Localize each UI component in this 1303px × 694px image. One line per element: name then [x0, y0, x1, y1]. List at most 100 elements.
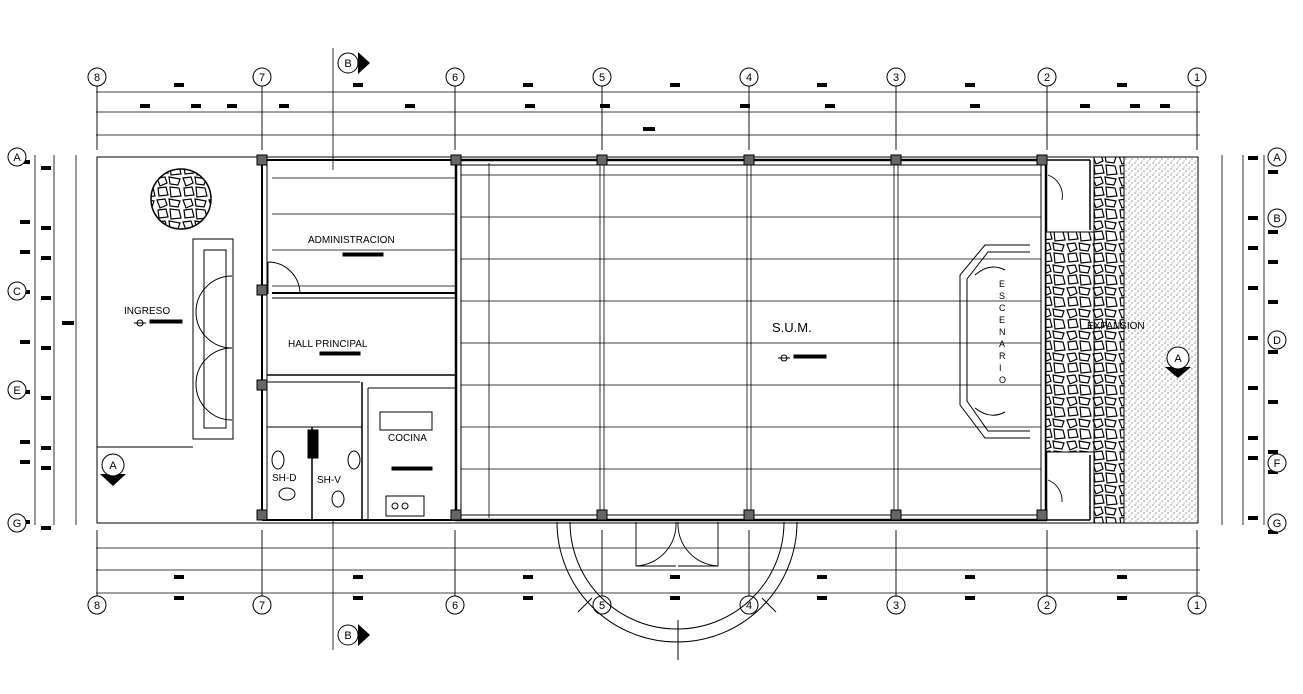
- dimension-mark: [41, 526, 51, 530]
- entrance-porch: [97, 238, 234, 448]
- dimension-lines-right: [1221, 155, 1265, 525]
- dimension-mark: [1268, 170, 1278, 174]
- room-label-cocina: COCINA: [388, 433, 427, 444]
- dimension-mark: [523, 83, 533, 87]
- column-axis-lines: [96, 86, 1198, 598]
- axis-bubble-2-bottom: 2: [1044, 600, 1050, 612]
- dimension-mark: [1248, 516, 1258, 520]
- structural-column: [256, 284, 268, 296]
- gravel-area: [1123, 156, 1199, 524]
- structural-column: [743, 154, 755, 166]
- dimension-mark: [1248, 156, 1258, 160]
- dimension-mark: [41, 226, 51, 230]
- axis-bubble-8-top: 8: [94, 72, 100, 84]
- dimension-lines-left: [34, 155, 77, 525]
- escenario-letter: O: [999, 375, 1006, 385]
- row-bubbles-right: A B D F G: [1267, 147, 1287, 533]
- dimension-mark: [523, 596, 533, 600]
- dimension-mark: [1130, 104, 1140, 108]
- kitchen-fixtures: [379, 411, 433, 517]
- dimension-mark: [41, 296, 51, 300]
- structural-column: [450, 509, 462, 521]
- dimension-mark: [1248, 216, 1258, 220]
- dimension-mark: [1248, 246, 1258, 250]
- dimension-mark: [1248, 456, 1258, 460]
- dimension-mark: [825, 104, 835, 108]
- structural-column: [1036, 509, 1048, 521]
- structural-columns: [256, 154, 1048, 521]
- dimension-mark: [1080, 104, 1090, 108]
- dimension-mark: [20, 220, 30, 224]
- dimension-mark: [965, 575, 975, 579]
- dimension-mark: [227, 104, 237, 108]
- dimension-mark: [1268, 400, 1278, 404]
- section-marker-b-top: B: [332, 48, 370, 170]
- axis-bubble-5-bottom: 5: [599, 600, 605, 612]
- section-a-right-label: A: [1174, 353, 1182, 365]
- escenario-letter: E: [999, 315, 1005, 325]
- dimension-mark: [600, 104, 610, 108]
- dimension-mark: [20, 250, 30, 254]
- section-marker-b-bottom: B: [332, 520, 370, 650]
- dimension-mark: [353, 83, 363, 87]
- doors: [267, 174, 1063, 567]
- axis-bubble-g-right: G: [1273, 518, 1282, 530]
- column-bubbles-bottom: 8 7 6 5 4 3 2 1: [87, 595, 1207, 615]
- dimension-mark: [353, 575, 363, 579]
- escenario-letter: A: [999, 339, 1005, 349]
- dimension-mark: [41, 396, 51, 400]
- dimension-mark: [817, 83, 827, 87]
- axis-bubble-6-top: 6: [452, 72, 458, 84]
- escenario-letter: R: [999, 351, 1006, 361]
- dimension-mark: [670, 83, 680, 87]
- room-label-ingreso: INGRESO: [124, 306, 170, 317]
- room-label-sh-v: SH-V: [317, 475, 341, 486]
- dimension-mark: [670, 596, 680, 600]
- structural-column: [256, 509, 268, 521]
- toilet-fixtures: [271, 429, 361, 508]
- structural-column: [743, 509, 755, 521]
- axis-bubble-1-bottom: 1: [1194, 600, 1200, 612]
- dimension-mark: [174, 83, 184, 87]
- dimension-mark: [1248, 286, 1258, 290]
- dimension-mark: [41, 466, 51, 470]
- room-label-escenario: E S C E N A R I O: [999, 279, 1006, 385]
- dimension-mark: [817, 575, 827, 579]
- room-label-administracion: ADMINISTRACION: [308, 235, 395, 246]
- structural-column: [1036, 154, 1048, 166]
- column-bubbles-top: 8 7 6 5 4 3 2 1: [87, 67, 1207, 87]
- structural-column: [256, 379, 268, 391]
- dimension-mark: [41, 256, 51, 260]
- dimension-mark: [1268, 470, 1278, 474]
- dimension-mark: [1117, 596, 1127, 600]
- dimension-mark: [20, 440, 30, 444]
- dimension-mark: [174, 596, 184, 600]
- axis-bubble-f-right: F: [1274, 458, 1281, 470]
- dimension-mark: [41, 346, 51, 350]
- structural-column: [596, 509, 608, 521]
- dimension-mark: [405, 104, 415, 108]
- escenario-letter: C: [999, 303, 1006, 313]
- section-a-left-label: A: [109, 460, 117, 472]
- axis-bubble-g-left: G: [13, 518, 22, 530]
- axis-bubble-4-bottom: 4: [746, 600, 752, 612]
- escenario-letter: E: [999, 279, 1005, 289]
- dimension-mark: [1268, 450, 1278, 454]
- building-walls: [96, 156, 1199, 524]
- dimension-mark: [1248, 436, 1258, 440]
- dimension-mark: [41, 166, 51, 170]
- structural-column: [256, 154, 268, 166]
- dimension-mark: [965, 83, 975, 87]
- dimension-mark: [525, 104, 535, 108]
- axis-bubble-4-top: 4: [746, 72, 752, 84]
- stone-paving-column: [1093, 156, 1125, 524]
- axis-bubble-7-top: 7: [259, 72, 265, 84]
- dimension-mark: [1248, 336, 1258, 340]
- dimension-mark: [1160, 104, 1170, 108]
- structural-column: [596, 154, 608, 166]
- dimension-mark: [965, 596, 975, 600]
- dimension-mark: [191, 104, 201, 108]
- escenario-letter: N: [999, 327, 1006, 337]
- dimension-mark: [1268, 300, 1278, 304]
